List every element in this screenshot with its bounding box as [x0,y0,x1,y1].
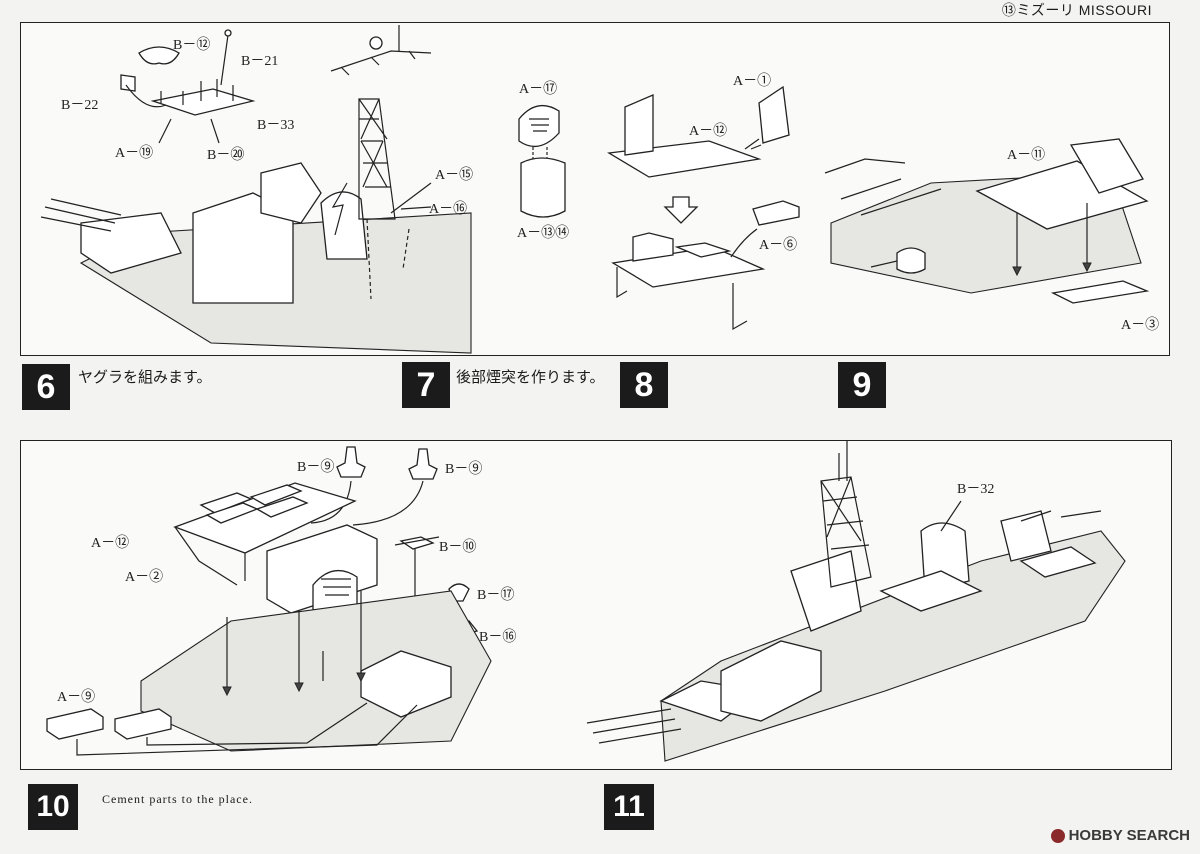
label-b10: B－⑩ [439,539,476,555]
part-a9-right [114,708,172,740]
step-9-badge: 9 [838,362,886,408]
tower [790,550,862,632]
assembly-panel-steps-10-11: B－⑨ B－⑨ B－⑩ B－⑰ B－⑯ A－⑫ A－② A－⑨ B－32 [20,440,1172,770]
label-a3: A－③ [1121,317,1159,333]
bridge-tower [260,162,322,224]
label-a12: A－⑫ [91,535,129,551]
label-a6: A－⑥ [759,237,797,253]
step-7-text: 後部煙突を作ります。 [456,370,605,386]
label-b20: B－⑳ [207,147,244,163]
step-10-text: Cement parts to the place. [102,792,253,806]
step-10-drawing [46,446,492,756]
watermark-text: HOBBY SEARCH [1068,827,1190,844]
turret-1 [80,212,182,274]
stack-forward [320,191,368,260]
step-6-badge: 6 [22,364,70,410]
superstructure-fwd [720,640,822,722]
part-b12-searchlight [138,46,180,65]
label-a17: A－⑰ [519,81,557,97]
label-a15: A－⑮ [435,167,473,183]
label-a11: A－⑪ [1007,147,1045,163]
step-9-drawing [824,138,1150,304]
step-6-drawing [40,25,472,354]
label-a19: A－⑲ [115,145,153,161]
label-b9-right: B－⑨ [445,461,482,477]
label-a2: A－② [125,569,163,585]
arrow-down [663,196,699,224]
part-a1 [758,85,790,144]
label-b17: B－⑰ [477,587,514,603]
label-a13-14: A－⑬⑭ [517,225,569,241]
label-b16: B－⑯ [479,629,516,645]
step-8-badge: 8 [620,362,668,408]
label-a9: A－⑨ [57,689,95,705]
part-a9-left [46,708,104,740]
part-b22 [120,74,136,92]
label-b33: B－33 [257,118,294,133]
steps-6-9-drawing: B－⑫ B－21 B－22 B－33 A－⑲ B－⑳ A－⑮ A－⑯ A－⑰ A… [40,25,1159,354]
assembly-panel-steps-6-9: B－⑫ B－21 B－22 B－33 A－⑲ B－⑳ A－⑮ A－⑯ A－⑰ A… [20,22,1170,356]
step-11-drawing [586,441,1126,762]
part-a6 [752,200,800,226]
step-7-drawing [518,104,566,218]
label-a12-top: A－⑫ [689,123,727,139]
page-header: ⑬ミズーリ MISSOURI [1001,2,1152,18]
label-b21: B－21 [241,54,278,69]
part-a17-cap [518,104,560,148]
turret-platform [360,650,452,718]
superstructure [192,192,294,304]
part-b33-platform [150,88,256,116]
label-b9-left: B－⑨ [297,459,334,475]
step-6-text: ヤグラを組みます。 [78,370,212,386]
step-10-badge: 10 [28,784,78,830]
label-b32: B－32 [957,482,994,497]
hobby-search-logo-icon [1050,828,1065,843]
label-b22: B－22 [61,98,98,113]
label-a1: A－① [733,73,771,89]
label-b12: B－⑫ [173,37,210,53]
step-8-drawing [607,85,800,331]
steps-10-11-drawing: B－⑨ B－⑨ B－⑩ B－⑰ B－⑯ A－⑫ A－② A－⑨ B－32 [46,441,1126,762]
step-11-badge: 11 [604,784,654,830]
label-a16: A－⑯ [429,201,467,217]
part-b9-left [336,446,366,478]
part-a13-14-funnel [520,157,566,218]
step-7-badge: 7 [402,362,450,408]
part-a3 [1050,280,1150,304]
watermark: HOBBY SEARCH [1050,827,1190,844]
part-b9-right [408,448,438,480]
